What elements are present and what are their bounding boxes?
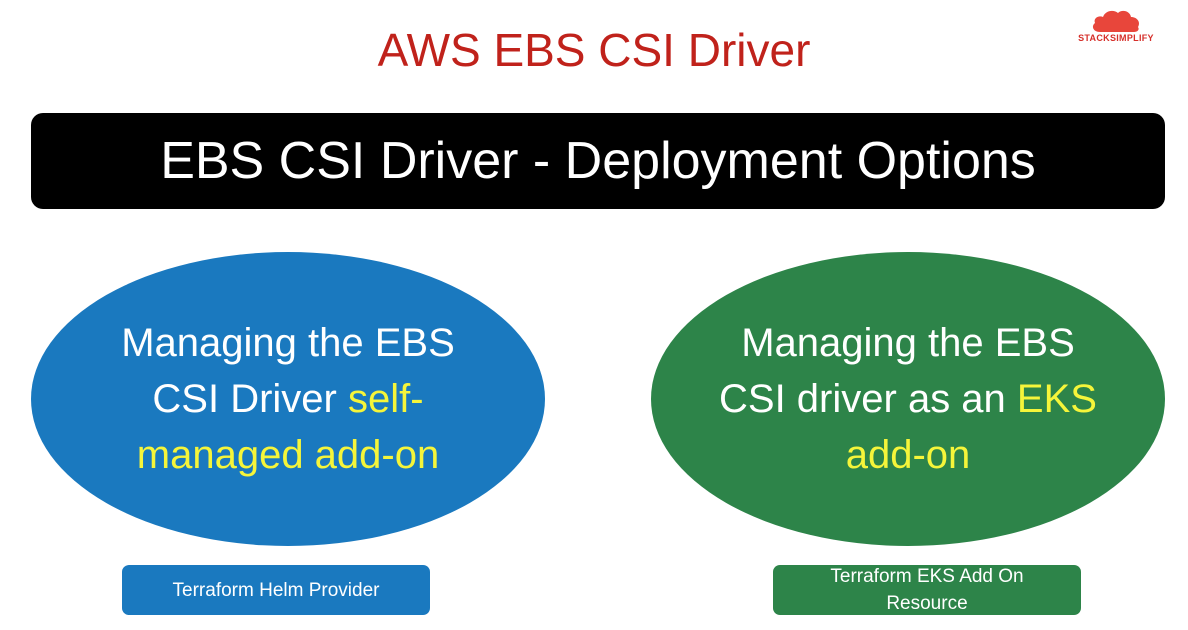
terraform-helm-provider-text: Terraform Helm Provider	[172, 579, 380, 601]
terraform-helm-provider-label: Terraform Helm Provider	[122, 565, 430, 615]
self-managed-option: Managing the EBS CSI Driver self-managed…	[31, 252, 545, 546]
banner-text: EBS CSI Driver - Deployment Options	[160, 132, 1036, 190]
slide-title: AWS EBS CSI Driver	[377, 24, 811, 76]
self-managed-text: Managing the EBS CSI Driver	[121, 321, 455, 421]
terraform-eks-addon-resource-text: Terraform EKS Add On Resource	[830, 566, 1024, 614]
stacksimplify-logo: STACKSIMPLIFY	[1066, 8, 1166, 48]
eks-addon-highlight: EKS add-on	[845, 377, 1097, 477]
eks-addon-option: Managing the EBS CSI driver as an EKS ad…	[651, 252, 1165, 546]
deployment-options-banner: EBS CSI Driver - Deployment Options	[31, 113, 1165, 209]
eks-addon-option-text: Managing the EBS CSI driver as an EKS ad…	[718, 315, 1098, 483]
cloud-icon	[1092, 10, 1140, 32]
terraform-eks-addon-resource-label: Terraform EKS Add On Resource	[773, 565, 1081, 615]
eks-addon-text: Managing the EBS CSI driver as an	[719, 321, 1075, 421]
self-managed-option-text: Managing the EBS CSI Driver self-managed…	[98, 315, 478, 483]
self-managed-highlight: self-managed add-on	[136, 377, 440, 477]
logo-text: STACKSIMPLIFY	[1078, 33, 1154, 43]
